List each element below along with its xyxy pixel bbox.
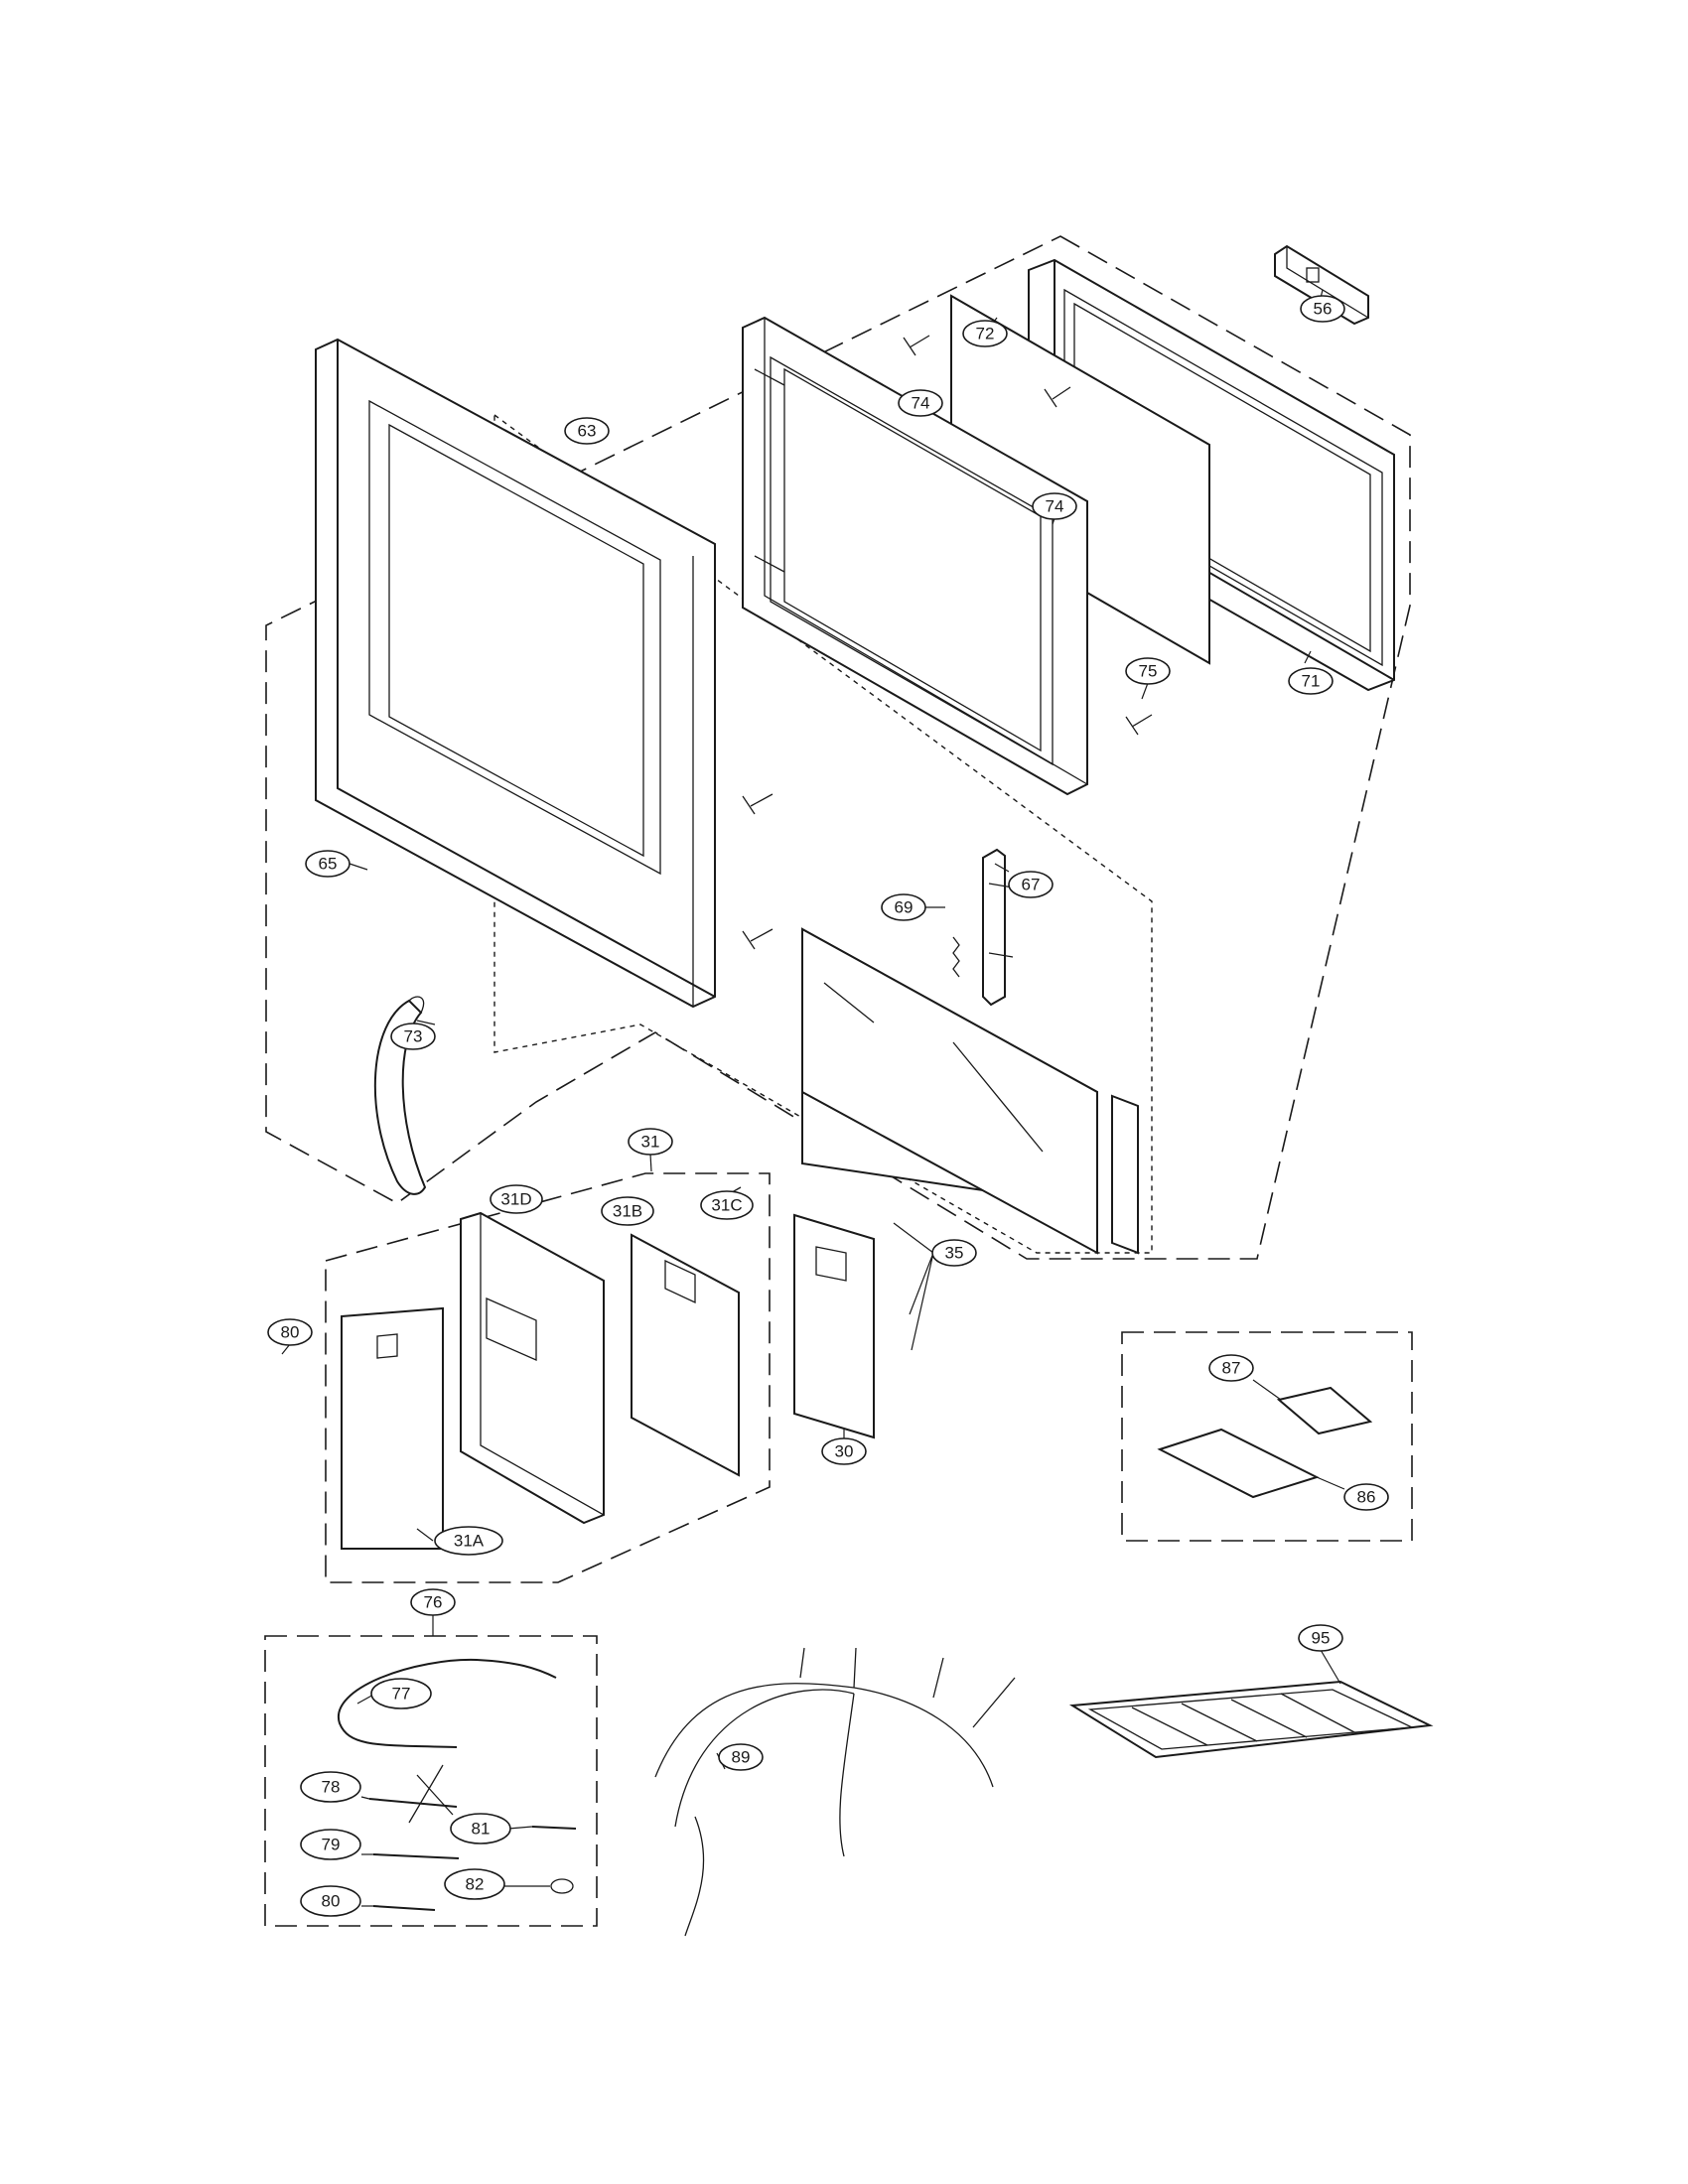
washer-part bbox=[550, 1878, 574, 1894]
callout-65: 65 bbox=[305, 850, 351, 878]
callout-71: 71 bbox=[1288, 667, 1334, 695]
control-board bbox=[793, 1213, 875, 1439]
callout-label: 75 bbox=[1139, 662, 1158, 681]
callout-label: 79 bbox=[322, 1836, 341, 1854]
callout-label: 74 bbox=[1046, 497, 1064, 516]
callout-label: 31B bbox=[613, 1202, 642, 1221]
door-assembly-boundary bbox=[265, 235, 1411, 1260]
wire-harness-part bbox=[654, 1647, 1016, 1937]
callout-79: 79 bbox=[300, 1829, 361, 1860]
control-panel-front bbox=[341, 1306, 444, 1550]
callout-75: 75 bbox=[1125, 657, 1171, 685]
callout-69: 69 bbox=[881, 893, 926, 921]
manual-book-part bbox=[1157, 1428, 1320, 1499]
callout-74-second: 74 bbox=[1032, 492, 1077, 520]
callout-label: 95 bbox=[1312, 1629, 1331, 1648]
door-handle-part bbox=[373, 996, 427, 1195]
callout-label: 31A bbox=[454, 1532, 485, 1551]
callout-73: 73 bbox=[390, 1023, 436, 1050]
callout-label: 76 bbox=[424, 1593, 443, 1612]
callout-label: 65 bbox=[319, 855, 338, 874]
callout-label: 77 bbox=[392, 1685, 411, 1704]
callout-label: 73 bbox=[404, 1027, 423, 1046]
callout-label: 78 bbox=[322, 1778, 341, 1797]
screws bbox=[726, 335, 1153, 1196]
callout-82: 82 bbox=[444, 1868, 505, 1900]
callout-63: 63 bbox=[564, 417, 610, 445]
callout-30: 30 bbox=[821, 1437, 867, 1465]
callout-label: 31D bbox=[500, 1190, 531, 1209]
callout-label: 69 bbox=[895, 898, 914, 917]
callout-67: 67 bbox=[1008, 871, 1054, 898]
control-panel-frame bbox=[460, 1211, 605, 1525]
callout-label: 81 bbox=[472, 1820, 491, 1839]
callout-label: 74 bbox=[912, 394, 930, 413]
callout-label: 80 bbox=[281, 1323, 300, 1342]
callout-74: 74 bbox=[898, 389, 943, 417]
hinge-part bbox=[982, 848, 1014, 1007]
callout-89: 89 bbox=[718, 1743, 764, 1771]
inner-door-frame bbox=[742, 316, 1088, 796]
short-bolt-part bbox=[372, 1905, 436, 1911]
callout-76: 76 bbox=[410, 1588, 456, 1616]
callout-label: 82 bbox=[466, 1875, 485, 1894]
long-bolt-part bbox=[372, 1853, 460, 1859]
callout-label: 67 bbox=[1022, 876, 1041, 894]
wood-screw-part bbox=[531, 1826, 577, 1830]
callout-86: 86 bbox=[1343, 1483, 1389, 1511]
callout-label: 87 bbox=[1222, 1359, 1241, 1378]
callout-77: 77 bbox=[370, 1678, 432, 1709]
callout-31D: 31D bbox=[490, 1184, 543, 1214]
callout-label: 89 bbox=[732, 1748, 751, 1767]
callout-80: 80 bbox=[267, 1318, 313, 1346]
callout-label: 80 bbox=[322, 1892, 341, 1911]
install-kit-boundary bbox=[264, 1635, 598, 1927]
callout-95: 95 bbox=[1298, 1624, 1343, 1652]
callout-56: 56 bbox=[1300, 295, 1345, 323]
control-boundary bbox=[325, 1172, 771, 1583]
callout-label: 72 bbox=[976, 325, 995, 343]
callout-label: 56 bbox=[1314, 300, 1333, 319]
callout-label: 86 bbox=[1357, 1488, 1376, 1507]
door-inner-boundary bbox=[493, 413, 1153, 1254]
manual-kit-boundary bbox=[1121, 1331, 1413, 1542]
mounting-strap-part bbox=[337, 1658, 557, 1748]
callout-35: 35 bbox=[931, 1239, 977, 1267]
toggle-bolt-part bbox=[368, 1764, 458, 1824]
spring-part bbox=[952, 936, 960, 978]
callout-31A: 31A bbox=[434, 1526, 503, 1556]
callout-78: 78 bbox=[300, 1771, 361, 1803]
callout-label: 31 bbox=[641, 1133, 660, 1152]
callout-31B: 31B bbox=[601, 1196, 654, 1226]
callout-31: 31 bbox=[628, 1128, 673, 1156]
callout-label: 31C bbox=[711, 1196, 742, 1215]
leader-lines bbox=[281, 289, 1345, 1907]
callout-label: 30 bbox=[835, 1442, 854, 1461]
door-front-panel bbox=[315, 338, 716, 1009]
callout-87: 87 bbox=[1208, 1354, 1254, 1382]
callout-label: 63 bbox=[578, 422, 597, 441]
callout-72: 72 bbox=[962, 320, 1008, 347]
manual-sheet-part bbox=[1276, 1386, 1373, 1435]
callout-label: 35 bbox=[945, 1244, 964, 1263]
door-glass-panel bbox=[801, 927, 1139, 1255]
control-panel-bracket bbox=[631, 1233, 740, 1477]
callout-31C: 31C bbox=[700, 1190, 754, 1220]
callout-81: 81 bbox=[450, 1813, 511, 1844]
callout-label: 71 bbox=[1302, 672, 1321, 691]
cooking-rack-part bbox=[1068, 1680, 1434, 1759]
callout-80-kit: 80 bbox=[300, 1885, 361, 1917]
